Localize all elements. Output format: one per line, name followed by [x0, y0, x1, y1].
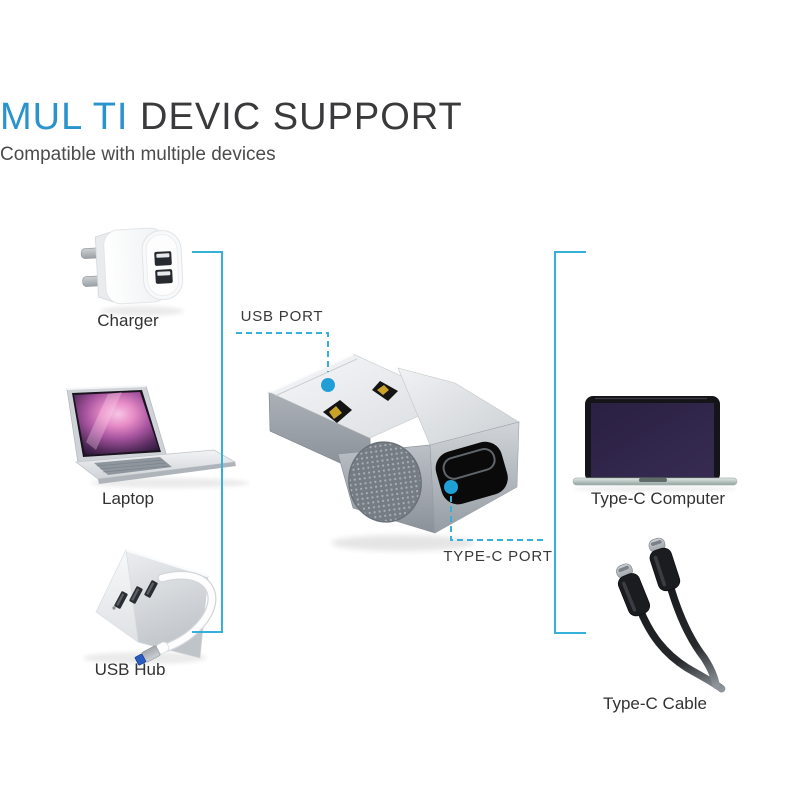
type-c-computer-label: Type-C Computer [590, 489, 726, 508]
knurled-grip [348, 441, 422, 523]
base-notch [639, 478, 667, 482]
type-c-connector [616, 563, 726, 693]
laptop-image [50, 380, 250, 495]
adapter-graphic [268, 352, 520, 551]
page-title: MUL TI DEVIC SUPPORT [0, 96, 800, 138]
type-c-computer-image [565, 390, 750, 495]
usb-hub-image [40, 540, 250, 680]
plug-contact-hole [323, 400, 352, 423]
laptop-graphic [66, 385, 250, 488]
hub-led [112, 606, 116, 610]
title-highlight: MUL TI [0, 96, 129, 138]
charger-graphic [80, 227, 184, 316]
plug-contact-hole [372, 381, 398, 401]
type-c-cable-graphic [616, 537, 726, 693]
title-rest: DEVIC SUPPORT [128, 96, 463, 138]
type-c-cable-image [585, 525, 760, 703]
type-c-cable-label: Type-C Cable [603, 694, 707, 713]
charger-label: Charger [97, 311, 159, 330]
type-c-connector [648, 537, 720, 689]
laptop-label: Laptop [102, 489, 154, 508]
usb-port-label: USB PORT [240, 308, 324, 325]
adapter-image [253, 333, 543, 558]
usb-hub-graphic [83, 548, 217, 666]
hub-usb-ports [114, 580, 158, 609]
type-c-port-label: TYPE-C PORT [443, 548, 553, 565]
type-c-computer-graphic [572, 396, 738, 492]
laptop-screen [591, 403, 714, 477]
usb-hub-label: USB Hub [94, 660, 166, 679]
usb-a-port [154, 251, 172, 266]
page-subtitle: Compatible with multiple devices [0, 144, 276, 165]
charger-image [50, 218, 210, 323]
usb-a-connector [134, 641, 170, 666]
usb-a-port [155, 269, 173, 284]
laptop-screen [74, 392, 159, 455]
